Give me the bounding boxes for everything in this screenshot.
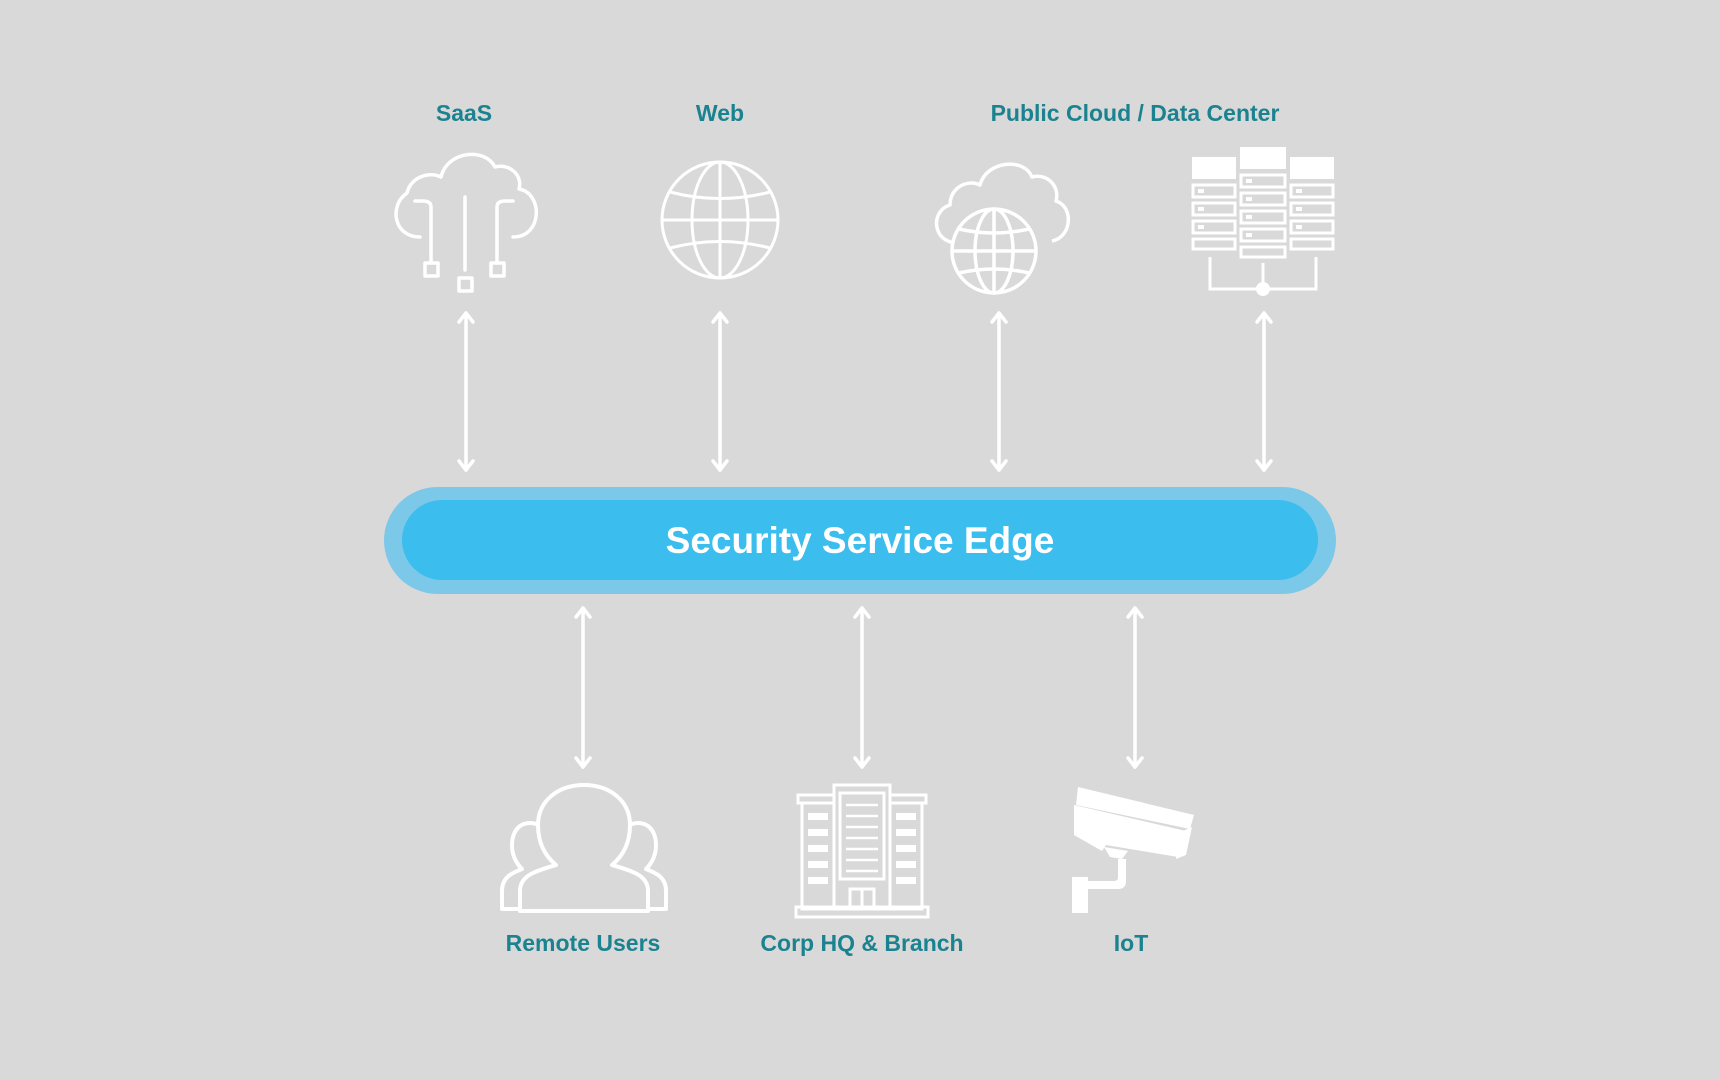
arrow-corp-hq [853,606,871,769]
globe-icon [660,160,780,280]
arrow-datacenter [1255,311,1273,472]
arrow-iot [1126,606,1144,769]
edge-title: Security Service Edge [665,519,1055,561]
label-corp-hq-branch: Corp HQ & Branch [760,930,964,956]
server-rack-icon [1190,145,1336,296]
label-saas: SaaS [435,100,493,126]
arrow-remote-users [574,606,592,769]
security-service-edge-inner: Security Service Edge [402,500,1318,580]
label-remote-users: Remote Users [505,930,661,956]
label-public-cloud-data-center: Public Cloud / Data Center [990,100,1280,126]
cloud-globe-icon [928,155,1071,295]
arrow-saas [457,311,475,472]
users-icon [500,783,668,913]
label-web: Web [695,100,745,126]
arrow-cloud [990,311,1008,472]
label-iot: IoT [1113,930,1149,956]
security-camera-icon [1066,785,1196,915]
cloud-circuit-icon [385,145,545,295]
office-building-icon [794,783,930,919]
arrow-web [711,311,729,472]
